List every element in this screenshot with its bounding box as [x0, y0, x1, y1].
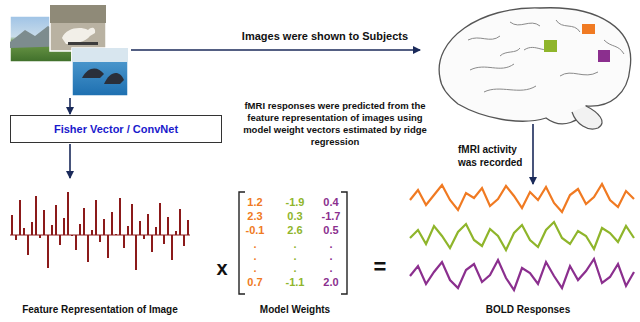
label-holder: 0.5: [323, 224, 338, 236]
matrix-cell: -1.9: [286, 196, 305, 208]
label-holder: fMRI responses were predicted from the f…: [233, 100, 438, 148]
dolphin-photo: [72, 48, 128, 96]
bold-wave: [410, 259, 634, 290]
matrix-bracket: [239, 192, 245, 294]
label-holder: .: [329, 250, 332, 262]
panel-caption: Feature Representation of Image: [22, 304, 178, 316]
horse-background: [50, 5, 106, 23]
label-holder: .: [293, 262, 296, 274]
panel-caption: BOLD Responses: [486, 304, 570, 316]
matrix-cell: .: [253, 250, 256, 262]
arrow-label: Images were shown to Subjects: [242, 30, 408, 43]
label-holder: fMRI activity was recorded: [458, 143, 528, 169]
region-patch: [544, 40, 557, 52]
operator-sign: =: [374, 254, 387, 280]
matrix-cell: .: [329, 262, 332, 274]
label-holder: .: [293, 238, 296, 250]
label-holder: .: [329, 262, 332, 274]
label-holder: 0.3: [287, 210, 302, 222]
matrix-cell: .: [329, 250, 332, 262]
label-holder: =: [374, 254, 387, 280]
label-holder: .: [253, 250, 256, 262]
flow-arrow: [131, 49, 420, 51]
fence: [68, 42, 98, 45]
matrix-cell: -1.1: [286, 276, 305, 288]
arrow-label: fMRI activity was recorded: [458, 143, 528, 169]
matrix-cell: 0.7: [247, 276, 262, 288]
gyri: [468, 20, 624, 92]
region-patch: [598, 50, 610, 62]
horse-photo: [50, 5, 106, 51]
flow-arrow: [69, 144, 71, 178]
matrix-cell: 2.6: [287, 224, 302, 236]
label-holder: .: [253, 262, 256, 274]
label-holder: 0.4: [323, 196, 338, 208]
matrix-cell: .: [293, 250, 296, 262]
horse: [62, 28, 95, 44]
label-holder: .: [329, 238, 332, 250]
label-holder: 2.6: [287, 224, 302, 236]
label-holder: 0.7: [247, 276, 262, 288]
label-holder: .: [293, 250, 296, 262]
matrix-cell: .: [293, 238, 296, 250]
brain-outline: [439, 8, 631, 124]
description-note: fMRI responses were predicted from the f…: [233, 100, 438, 148]
matrix-bracket: [341, 192, 347, 294]
label-holder: -1.1: [286, 276, 305, 288]
matrix-cell: 0.3: [287, 210, 302, 222]
label-holder: 2.3: [247, 210, 262, 222]
label-holder: -0.1: [246, 224, 265, 236]
operator-sign: x: [216, 256, 227, 280]
brain: [439, 8, 631, 129]
matrix-cell: 0.4: [323, 196, 338, 208]
matrix-cell: .: [293, 262, 296, 274]
matrix-cell: -1.7: [322, 210, 341, 222]
label-holder: Images were shown to Subjects: [242, 30, 408, 43]
bold-wave: [410, 222, 634, 250]
matrix-cell: .: [253, 238, 256, 250]
matrix-cell: .: [253, 262, 256, 274]
matrix-cell: .: [329, 238, 332, 250]
process-box: Fisher Vector / ConvNet: [10, 115, 222, 143]
label-holder: x: [216, 256, 227, 280]
label-holder: .: [253, 238, 256, 250]
matrix-cell: 1.2: [247, 196, 262, 208]
stands: [72, 48, 128, 62]
stimulus-photos: [10, 5, 128, 96]
dolphin: [82, 68, 104, 78]
panel-caption: Model Weights: [260, 304, 330, 316]
bold-wave: [410, 184, 634, 212]
matrix-cell: 0.5: [323, 224, 338, 236]
label-holder: Model Weights: [260, 304, 330, 316]
flow-arrow: [69, 98, 71, 114]
matrix-cell: 2.0: [323, 276, 338, 288]
label-holder: BOLD Responses: [486, 304, 570, 316]
cerebellum: [572, 106, 602, 129]
label-holder: 1.2: [247, 196, 262, 208]
label-holder: 2.0: [323, 276, 338, 288]
label-holder: -1.9: [286, 196, 305, 208]
box-label: Fisher Vector / ConvNet: [54, 123, 178, 135]
matrix-cell: -0.1: [246, 224, 265, 236]
matrix-cell: 2.3: [247, 210, 262, 222]
region-patch: [582, 24, 595, 34]
dolphin: [104, 73, 124, 84]
flow-arrow: [532, 124, 534, 184]
label-holder: Feature Representation of Image: [22, 304, 178, 316]
feature-bars: [12, 192, 188, 270]
label-holder: -1.7: [322, 210, 341, 222]
